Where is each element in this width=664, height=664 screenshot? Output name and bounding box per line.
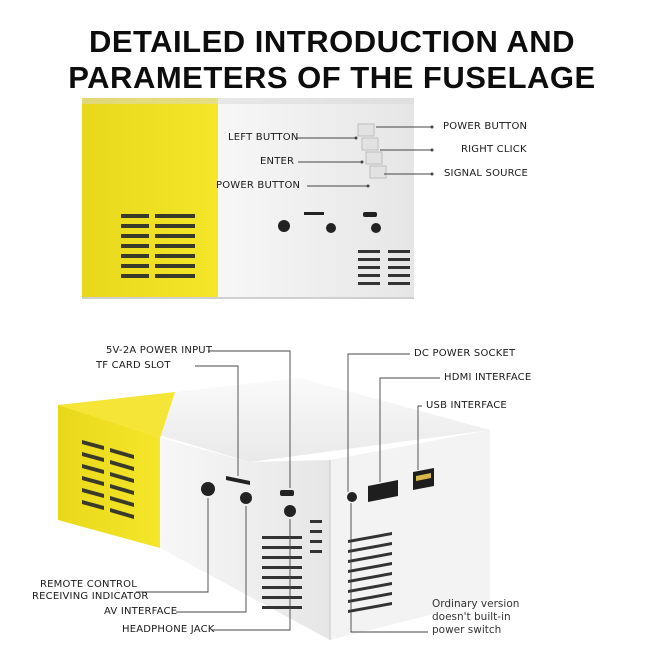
page-title-line1: DETAILED INTRODUCTION AND <box>88 24 576 59</box>
label-signal-source: SIGNAL SOURCE <box>444 168 529 179</box>
hdmi-port-bottom <box>368 480 398 502</box>
label-remote-control: REMOTE CONTROL <box>40 579 138 590</box>
control-buttons-top <box>357 123 387 179</box>
vent-grille-yellow-bottom <box>82 440 134 519</box>
label-dc-power-socket: DC POWER SOCKET <box>414 348 516 359</box>
av-jack-top <box>326 223 336 233</box>
label-receiving-indicator: RECEIVING INDICATOR <box>32 591 149 602</box>
power-port-bottom <box>280 490 294 496</box>
tf-slot-top <box>304 212 324 215</box>
label-av-interface: AV INTERFACE <box>104 606 178 617</box>
headphone-jack-bottom <box>284 505 296 517</box>
label-power-input: 5V-2A POWER INPUT <box>106 345 213 356</box>
ir-receiver-top <box>278 220 290 232</box>
power-port-top <box>363 212 377 217</box>
power-switch-note: Ordinary version doesn't built-in power … <box>432 598 519 637</box>
label-power-button-right: POWER BUTTON <box>443 121 528 132</box>
note-line1: Ordinary version <box>432 598 520 610</box>
label-left-button: LEFT BUTTON <box>228 132 299 143</box>
headphone-jack-top <box>371 223 381 233</box>
label-enter: ENTER <box>260 156 295 167</box>
label-tf-card-slot: TF CARD SLOT <box>96 360 171 371</box>
vent-grille-side-bottom <box>348 532 392 613</box>
dc-socket-bottom <box>347 492 357 502</box>
note-line3: power switch <box>432 624 502 636</box>
vent-grille-front-bottom <box>262 520 322 609</box>
page-title-line2: PARAMETERS OF THE FUSELAGE <box>68 60 596 95</box>
label-right-click: RIGHT CLICK <box>461 144 527 155</box>
leader-lines <box>136 126 440 633</box>
white-front-face <box>160 438 330 640</box>
ir-receiver-bottom <box>201 482 215 496</box>
av-jack-bottom <box>240 492 252 504</box>
label-power-button-left: POWER BUTTON <box>216 180 301 191</box>
label-headphone-jack: HEADPHONE JACK <box>122 624 215 635</box>
white-shell-top <box>218 98 414 298</box>
label-usb-interface: USB INTERFACE <box>426 400 507 411</box>
projector-top-view <box>82 98 414 299</box>
vent-grille-white-top <box>358 250 410 285</box>
vent-grille-yellow-top <box>121 214 195 278</box>
yellow-shell-top <box>82 98 218 298</box>
note-line2: doesn't built-in <box>432 611 511 623</box>
projector-bottom-view <box>58 378 490 640</box>
tf-slot-bottom <box>226 476 250 485</box>
label-hdmi-interface: HDMI INTERFACE <box>444 372 532 383</box>
